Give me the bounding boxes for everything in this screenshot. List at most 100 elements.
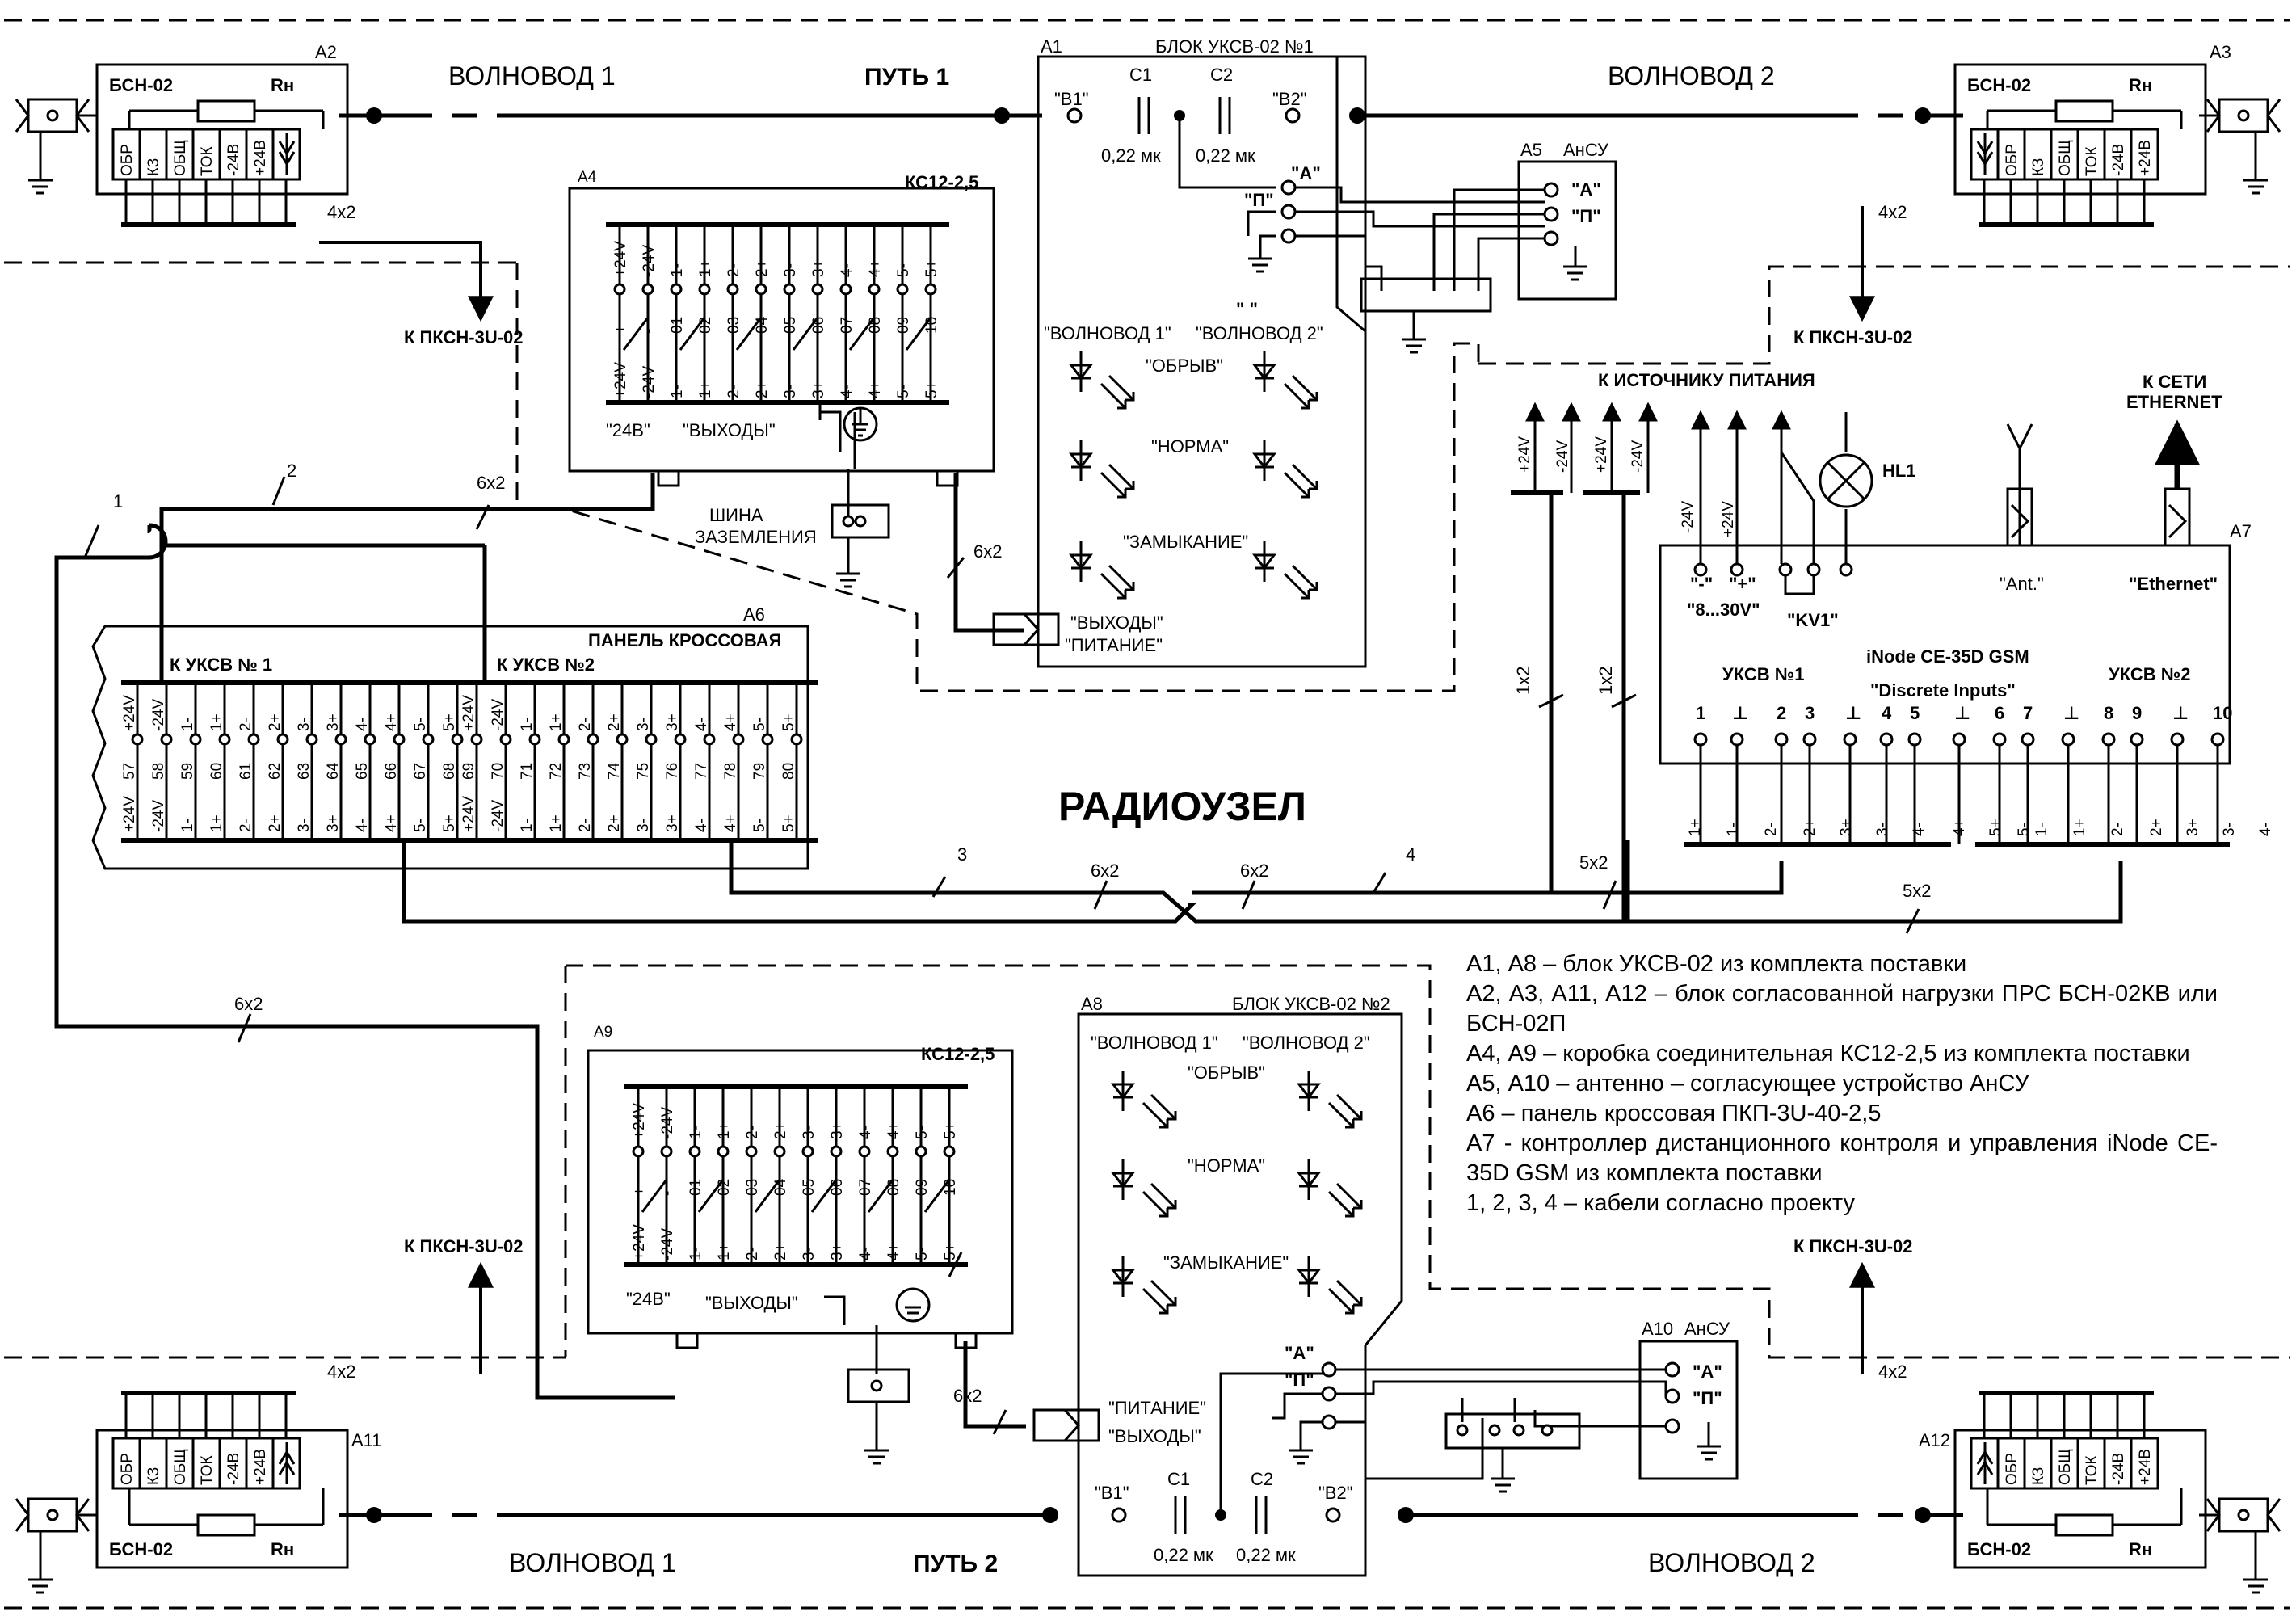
bsn-terminal: ОБЩ <box>2057 1449 2074 1485</box>
supply-label-4: -24V <box>1629 440 1646 473</box>
controller-pin-number: 4 <box>1882 703 1892 723</box>
diagram-title: РАДИОУЗЕЛ <box>1058 784 1306 829</box>
ansu-top: А5 АнСУ "А" "П" <box>1295 140 1617 354</box>
cable-1x2-b: 1x2 <box>1596 667 1616 695</box>
bsn-terminal: ТОК <box>199 1455 216 1485</box>
controller-supply-plus: +24V <box>1720 501 1737 537</box>
uksv2-ref: А8 <box>1081 994 1103 1014</box>
cross-pin-bottom: 2- <box>238 819 254 832</box>
cross-pin-num: 64 <box>325 762 342 780</box>
uksv2-connector2: "ВЫХОДЫ" <box>1108 1426 1201 1446</box>
controller-lower-pin: 2+ <box>2148 819 2165 836</box>
bsn-load: Rн <box>271 75 294 95</box>
cross-pin-top: 1- <box>179 718 196 731</box>
bsn-terminal: КЗ <box>145 1467 162 1485</box>
legend-item-2: А2, А3, А11, А12 – блок согласованной на… <box>1466 981 2218 1037</box>
cross-pin-bottom: 4- <box>354 819 371 832</box>
uksv2-connector1: "ПИТАНИЕ" <box>1108 1398 1206 1418</box>
uksv1-c1-value: 0,22 мк <box>1101 145 1161 166</box>
led-icon <box>1111 1159 1177 1218</box>
bsn-terminal: +24В <box>2137 1449 2154 1485</box>
controller-lower-pin: 3- <box>1874 823 1891 836</box>
bsn-ref: А12 <box>1919 1430 1950 1450</box>
cable-5x2-b: 5x2 <box>1903 881 1931 901</box>
led-icon <box>1252 440 1318 499</box>
controller-power-plus: "+" <box>1729 574 1756 594</box>
cross-pin-bottom: 1+ <box>548 814 565 832</box>
cross-pin-bottom: 4+ <box>722 814 739 832</box>
cross-pin-top: 5- <box>412 718 429 731</box>
supply-label-2: -24V <box>1554 440 1571 473</box>
uksv2-name: БЛОК УКСВ-02 №2 <box>1232 994 1390 1014</box>
kc-bottom-outputs: "ВЫХОДЫ" <box>705 1293 798 1313</box>
led-icon <box>1297 1071 1363 1129</box>
cable-crossing-arc <box>147 530 158 553</box>
cross-pin-top: 5- <box>751 718 768 731</box>
ansu-top-a: "А" <box>1571 179 1601 200</box>
ansu-top-name: АнСУ <box>1563 140 1609 160</box>
led-icon <box>1069 541 1135 600</box>
cable-6x2-c: 6x2 <box>234 994 263 1014</box>
kc-top-name: КС12-2,5 <box>905 172 978 192</box>
uksv2-c2: С2 <box>1251 1469 1273 1489</box>
bsn-terminal: +24В <box>252 140 269 176</box>
cable-1x2-a: 1x2 <box>1513 667 1533 695</box>
cross-pin-num: 65 <box>354 763 371 780</box>
cross-pin-top: 4- <box>693 718 710 731</box>
legend-item-5: А6 – панель кроссовая ПКП-3U-40-2,5 <box>1466 1100 1882 1126</box>
cross-pin-top: 3- <box>296 718 313 731</box>
controller-lower-pin: 5- <box>2016 823 2033 836</box>
controller-pin-number: ⊥ <box>1845 703 1861 723</box>
uksv1-ref: А1 <box>1041 36 1062 57</box>
cable-3-label: 3 <box>957 844 967 865</box>
uksv2-in1: "В1" <box>1095 1483 1129 1503</box>
controller-lower-pin: 1- <box>2033 823 2050 836</box>
cross-pin-bottom: +24V <box>121 796 138 832</box>
cross-pin-num: 78 <box>722 763 739 780</box>
uksv1-col-right: "ВОЛНОВОД 2" <box>1196 323 1323 343</box>
controller-inputs-label: "Discrete Inputs" <box>1870 680 2016 701</box>
uksv1-in2: "В2" <box>1272 89 1307 109</box>
bsn-terminal: КЗ <box>145 158 162 176</box>
ground-bus-line2: ЗАЗЕМЛЕНИЯ <box>695 527 817 547</box>
controller-power-range: "8...30V" <box>1687 600 1760 620</box>
cross-pin-num: 59 <box>179 763 196 780</box>
controller-lower-pin: 2- <box>1763 823 1780 836</box>
uksv1-block: А1 БЛОК УКСВ-02 №1 "В1" "В2" С1 С2 0,22 … <box>1037 36 1367 668</box>
controller-lower-pin: 4- <box>1911 823 1928 836</box>
cross-pin-bottom: 4- <box>693 819 710 832</box>
supply-label-3: +24V <box>1593 436 1610 473</box>
cross-pin-num: 77 <box>693 763 710 780</box>
uksv2-col-right: "ВОЛНОВОД 2" <box>1243 1033 1370 1053</box>
uksv1-row3: "ЗАМЫКАНИЕ" <box>1123 532 1248 552</box>
uksv2-block: А8 БЛОК УКСВ-02 №2 "ВОЛНОВОД 1" "ВОЛНОВО… <box>1077 994 1403 1577</box>
cross-pin-bottom: 1- <box>519 819 536 832</box>
supply-label-1: +24V <box>1516 436 1533 473</box>
cable-6x2-f: 6x2 <box>1240 861 1268 881</box>
legend-item-1: А1, А8 – блок УКСВ-02 из комплекта поста… <box>1466 951 1967 977</box>
cross-pin-bottom: +24V <box>460 796 477 832</box>
cable-5x2-a: 5x2 <box>1579 852 1608 873</box>
controller-pin-number: 9 <box>2132 703 2142 723</box>
bsn-terminal: -24В <box>2110 144 2127 176</box>
path1-label: ПУТЬ 1 <box>864 64 949 90</box>
led-icon <box>1297 1256 1363 1315</box>
controller-pin-number: ⊥ <box>1732 703 1748 723</box>
led-icon <box>1069 351 1135 410</box>
cross-pin-bottom: 1+ <box>208 814 225 832</box>
cross-pin-num: 76 <box>664 763 681 780</box>
controller-pin-number: 10 <box>2213 703 2232 723</box>
cross-pin-top: -24V <box>490 699 507 731</box>
controller-pin-number: ⊥ <box>2172 703 2189 723</box>
waveguide1-bottom-label: ВОЛНОВОД 1 <box>509 1548 676 1577</box>
cross-pin-top: 3- <box>635 718 652 731</box>
controller-pin-number: 7 <box>2023 703 2033 723</box>
controller-pin-number: 1 <box>1696 703 1705 723</box>
ansu-top-ref: А5 <box>1520 140 1542 160</box>
cross-pin-num: 66 <box>383 763 400 780</box>
led-icon <box>1297 1159 1363 1218</box>
cross-pin-num: 61 <box>238 763 254 780</box>
cross-panel-group2: К УКСВ №2 <box>497 654 595 675</box>
